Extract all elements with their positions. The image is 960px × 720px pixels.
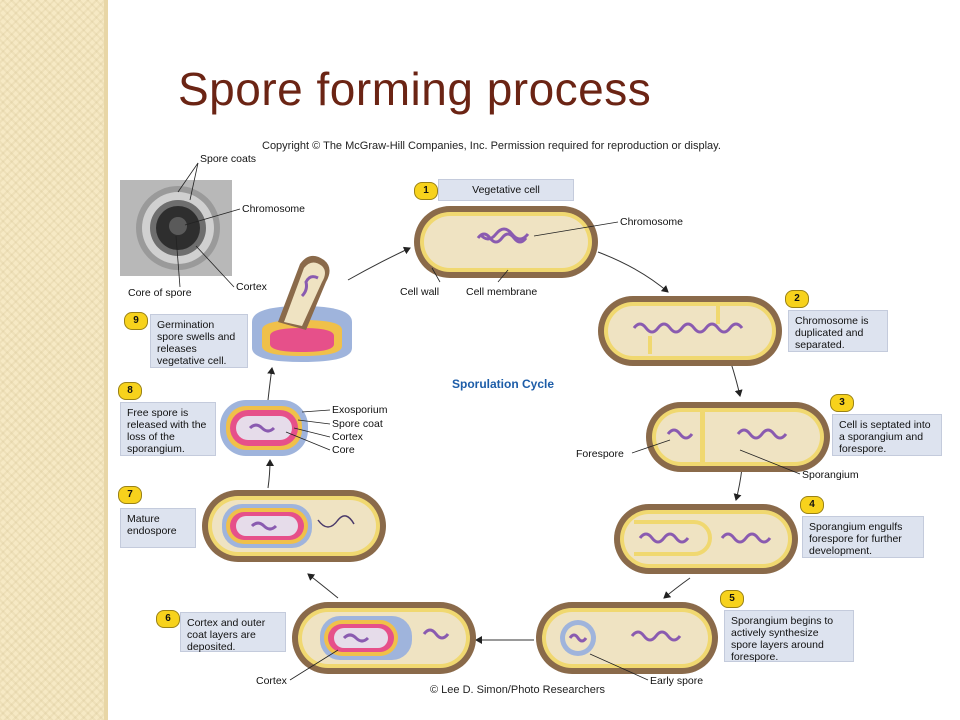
- step-6-caption: Cortex and outer coat layers are deposit…: [180, 612, 286, 653]
- step-9-badge: 9: [124, 312, 148, 330]
- spore-micrograph: [120, 180, 232, 276]
- cell-step-9: [252, 255, 352, 362]
- step-1-badge: 1: [414, 182, 438, 200]
- label-spore-coat: Spore coat: [332, 418, 383, 430]
- cell-step-1: [414, 206, 598, 278]
- step-3-caption: Cell is septated into a sporangium and f…: [832, 414, 942, 456]
- step-2-caption: Chromosome is duplicated and separated.: [788, 310, 888, 352]
- cell-step-4: [614, 504, 798, 574]
- step-8-caption: Free spore is released with the loss of …: [120, 402, 216, 456]
- cell-step-5: [536, 602, 718, 674]
- step-4-badge: 4: [800, 496, 824, 514]
- label-cell-membrane: Cell membrane: [466, 286, 538, 298]
- step-4-caption: Sporangium engulfs forespore for further…: [802, 516, 924, 558]
- label-micro-cortex: Cortex: [236, 281, 267, 293]
- copyright-notice: Copyright © The McGraw-Hill Companies, I…: [262, 140, 721, 152]
- label-spore-coats: Spore coats: [200, 153, 257, 165]
- step-7-caption: Mature endospore: [120, 508, 196, 548]
- cell-step-6: [292, 602, 476, 674]
- cell-step-8: [220, 400, 308, 456]
- label-cortex-6: Cortex: [256, 675, 287, 687]
- label-core: Core: [332, 444, 355, 456]
- label-cortex-8: Cortex: [332, 431, 363, 443]
- photo-credit: © Lee D. Simon/Photo Researchers: [430, 684, 606, 696]
- cell-step-3: [646, 402, 830, 472]
- step-5-badge: 5: [720, 590, 744, 608]
- page-title: Spore forming process: [178, 63, 652, 115]
- cell-step-7: [202, 490, 386, 562]
- cycle-label: Sporulation Cycle: [451, 377, 555, 391]
- label-forespore: Forespore: [576, 448, 624, 460]
- step-8-badge: 8: [118, 382, 142, 400]
- decorative-divider: [104, 0, 108, 720]
- label-chromosome: Chromosome: [620, 216, 684, 228]
- step-5-caption: Sporangium begins to actively synthesize…: [724, 610, 854, 663]
- step-9-caption: Germination spore swells and releases ve…: [150, 314, 248, 368]
- label-core-of-spore: Core of spore: [128, 287, 192, 299]
- step-3-badge: 3: [830, 394, 854, 412]
- step-7-badge: 7: [118, 486, 142, 504]
- step-1-caption: Vegetative cell: [438, 179, 574, 201]
- label-exosporium: Exosporium: [332, 404, 388, 416]
- label-cell-wall: Cell wall: [400, 286, 440, 298]
- label-micro-chromosome: Chromosome: [242, 203, 306, 215]
- step-6-badge: 6: [156, 610, 180, 628]
- label-sporangium: Sporangium: [802, 469, 859, 481]
- label-early-spore: Early spore: [650, 675, 704, 687]
- step-2-badge: 2: [785, 290, 809, 308]
- cell-step-2: [598, 296, 782, 366]
- decorative-sidebar: [0, 0, 108, 720]
